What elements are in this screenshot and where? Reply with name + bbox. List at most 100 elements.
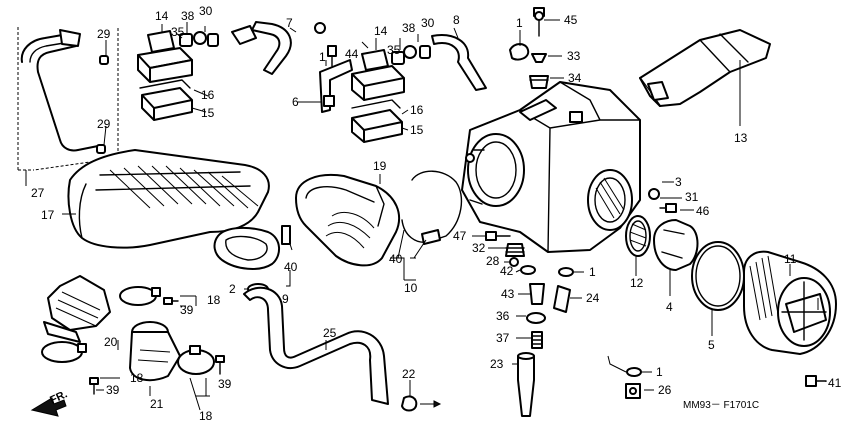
cap-24 <box>553 285 571 313</box>
hose-fittings-35-38-30-a <box>179 31 219 47</box>
callout-44: 44 <box>345 47 359 61</box>
callout-41: 41 <box>828 376 842 390</box>
callout-25: 25 <box>323 326 337 340</box>
callout-5: 5 <box>708 338 715 352</box>
callout-29-upper: 29 <box>97 27 111 41</box>
leader-lines-valve-b <box>298 27 521 131</box>
fr-arrow <box>30 397 67 417</box>
plug-26 <box>625 383 641 399</box>
clamp-18-b <box>41 341 87 363</box>
callout-14: 14 <box>155 9 169 23</box>
bolt-44 <box>327 45 337 67</box>
callout-36: 36 <box>496 309 510 323</box>
clip-36 <box>526 312 546 324</box>
callout-39-c: 39 <box>218 377 232 391</box>
callout-2: 2 <box>229 282 236 296</box>
clip-29-upper <box>99 55 109 65</box>
funnel-20 <box>43 275 111 343</box>
callout-12: 12 <box>630 276 644 290</box>
screws-39 <box>89 297 225 395</box>
hose-8 <box>431 34 530 91</box>
callout-30-b: 30 <box>421 16 435 30</box>
clip-22 <box>401 395 418 412</box>
hose-7 <box>231 21 326 75</box>
callout-43: 43 <box>501 287 515 301</box>
fr-direction-label: FR. <box>48 388 69 406</box>
callout-35: 35 <box>171 25 185 39</box>
callout-47: 47 <box>453 229 467 243</box>
screw-47 <box>485 231 511 241</box>
callout-4: 4 <box>666 300 673 314</box>
bolt-46 <box>659 203 677 213</box>
callout-38: 38 <box>181 9 195 23</box>
callout-15-b: 15 <box>410 123 424 137</box>
gasket-9 <box>213 225 291 270</box>
callout-9: 9 <box>282 292 289 306</box>
callout-20: 20 <box>104 335 118 349</box>
air-filter-element-12 <box>625 215 651 257</box>
hose-fittings-35-38-30-b <box>391 45 431 65</box>
diagram-code: MM93－ F1701C <box>683 400 759 411</box>
clip-29-lower <box>96 144 106 154</box>
callout-34: 34 <box>568 71 582 85</box>
callout-19: 19 <box>373 159 387 173</box>
callout-22: 22 <box>402 367 416 381</box>
callout-21: 21 <box>150 397 164 411</box>
callout-40: 40 <box>284 260 298 274</box>
clip-1d <box>626 367 642 377</box>
valve-assembly-14-b <box>351 49 405 143</box>
callout-24: 24 <box>586 291 600 305</box>
intake-rubber-19 <box>295 174 401 267</box>
callout-10: 10 <box>404 281 418 295</box>
callout-3: 3 <box>675 175 682 189</box>
callout-18: 18 <box>207 293 221 307</box>
air-duct-13 <box>639 29 771 126</box>
grommet-34 <box>529 75 549 89</box>
callout-14-b: 14 <box>374 24 388 38</box>
callout-35-b: 35 <box>387 43 401 57</box>
callout-31: 31 <box>685 190 699 204</box>
callout-39-b: 39 <box>106 383 120 397</box>
callout-13: 13 <box>734 131 748 145</box>
leader-lines-center <box>244 174 486 290</box>
breather-tube-27 <box>20 29 99 152</box>
filter-cover-11 <box>743 250 837 355</box>
callout-32: 32 <box>472 241 486 255</box>
callout-15: 15 <box>201 106 215 120</box>
callout-33: 33 <box>567 49 581 63</box>
funnel-21 <box>129 321 181 382</box>
bracket-6 <box>319 59 353 113</box>
callout-18-b: 18 <box>130 371 144 385</box>
clip-1c <box>558 267 574 277</box>
callout-17: 17 <box>41 208 55 222</box>
callout-23: 23 <box>490 357 504 371</box>
callout-42: 42 <box>500 264 514 278</box>
leader-lines-bottom <box>96 295 411 411</box>
hose-25 <box>243 286 389 405</box>
callout-1: 1 <box>319 50 326 64</box>
callout-1-c: 1 <box>589 265 596 279</box>
callout-7: 7 <box>286 16 293 30</box>
leader-lines-small-parts <box>488 247 654 391</box>
leader-lines-valve-a <box>161 22 297 113</box>
air-cleaner-housing <box>461 81 641 253</box>
callout-28: 28 <box>486 254 500 268</box>
callout-38-b: 38 <box>402 21 416 35</box>
callout-27: 27 <box>31 186 45 200</box>
clamp-18-a <box>119 286 161 306</box>
bolt-45 <box>533 7 545 37</box>
callout-40-b: 40 <box>389 252 403 266</box>
callout-37: 37 <box>496 331 510 345</box>
clip-42 <box>520 265 536 275</box>
callout-8: 8 <box>453 13 460 27</box>
callout-16: 16 <box>201 88 215 102</box>
callout-30: 30 <box>199 4 213 18</box>
callout-1-b: 1 <box>516 16 523 30</box>
screw-41 <box>805 375 827 387</box>
callout-labels: 14 38 30 35 7 29 29 16 15 27 17 1 44 6 1… <box>31 4 842 423</box>
grommet-33 <box>531 53 547 63</box>
valve-assembly-14 <box>137 30 193 121</box>
callout-1-d: 1 <box>656 365 663 379</box>
callout-45: 45 <box>564 13 578 27</box>
